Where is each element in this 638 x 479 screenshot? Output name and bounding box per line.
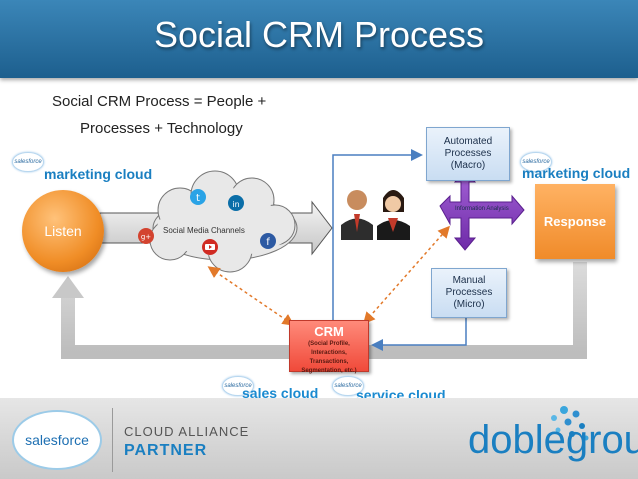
facebook-icon [260,233,276,249]
crm-title: CRM [314,324,344,339]
footer-band [0,398,638,479]
crm-box: CRM (Social Profile, Interactions, Trans… [289,320,369,374]
salesforce-badge-sales: salesforce [222,376,254,396]
sales-cloud-label: sales cloud [242,385,319,401]
svg-text:f: f [266,237,270,248]
title-bar [0,0,638,78]
manual-line-3: (Micro) [453,299,485,310]
svg-text:in: in [232,200,239,209]
feedback-arrow-head [52,276,84,298]
footer-divider [112,408,113,472]
listen-node: Listen [22,190,104,272]
crm-desc-3: Transactions, [309,359,349,365]
dashed-cloud-crm [207,266,295,326]
dashed-crm-analysis [363,225,450,325]
automated-line-1: Automated [443,136,493,147]
social-media-channels-label: Social Media Channels [163,226,245,235]
connector-to-automated [332,149,423,320]
doblegroup-logo: doblegroup [468,418,638,462]
twitter-icon [190,189,206,205]
page-title: Social CRM Process [153,14,485,55]
manual-line-1: Manual [452,275,486,286]
subtitle-line-2: Processes + Technology [80,120,243,137]
cloud-alliance-label: CLOUD ALLIANCE [124,424,250,439]
information-analysis-label: Information Analysis [455,206,509,212]
connector-from-manual [371,318,467,351]
google-plus-icon [138,228,154,244]
manual-processes-box: Manual Processes (Micro) [431,268,507,318]
svg-text:g+: g+ [141,233,151,241]
salesforce-logo: salesforce [12,410,102,470]
automated-line-2: Processes [444,148,492,159]
salesforce-badge-marketing-left: salesforce [12,152,44,172]
crm-desc-4: Segmentation, etc.) [301,368,357,374]
partner-label: PARTNER [124,442,208,459]
crm-desc-2: Interactions, [311,350,347,356]
manual-line-2: Processes [445,287,493,298]
subtitle-line-1: Social CRM Process = People + [52,93,267,110]
salesforce-badge-service: salesforce [332,376,364,396]
automated-line-3: (Macro) [450,160,486,171]
crm-desc-1: (Social Profile, [308,341,350,347]
response-node: Response [535,184,615,259]
marketing-cloud-left-label: marketing cloud [44,166,153,182]
marketing-cloud-right-label: marketing cloud [522,165,631,181]
social-cloud-shape [149,170,298,273]
doblegroup-dots-icon [551,406,589,441]
information-analysis-arrow [439,169,525,251]
salesforce-badge-marketing-right: salesforce [520,152,552,172]
svg-text:t: t [196,193,200,204]
people-icon [341,190,410,240]
automated-processes-box: Automated Processes (Macro) [426,127,510,181]
linkedin-icon [228,195,244,211]
